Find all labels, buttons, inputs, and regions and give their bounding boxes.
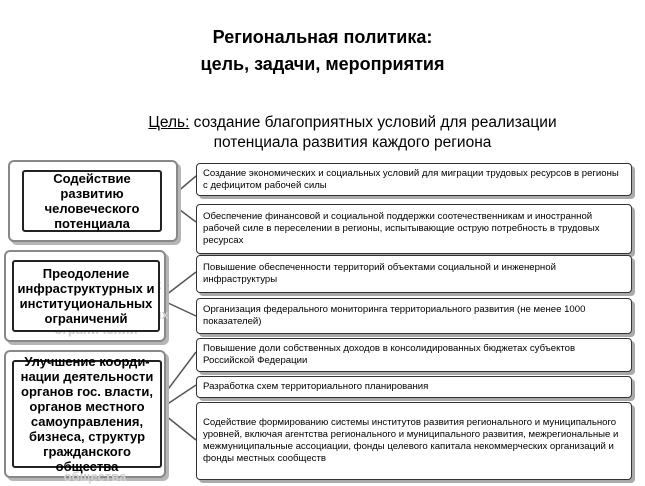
measure-infrastructure-provision: Повышение обеспеченности территорий объе… xyxy=(196,255,632,293)
measure-financial-support: Обеспечение финансовой и социальной подд… xyxy=(196,204,632,254)
category-label: Улучшение коорди-нации деятельности орга… xyxy=(12,354,162,474)
title-line-1: Региональная политика: xyxy=(212,27,433,47)
goal-label: Цель: xyxy=(148,114,190,131)
measure-territorial-planning: Разработка схем территориального планиро… xyxy=(196,376,632,398)
goal-line-1: Цель: создание благоприятных условий для… xyxy=(60,113,645,133)
connector-2-2 xyxy=(165,301,197,317)
measure-own-revenue-share: Повышение доли собственных доходов в кон… xyxy=(196,338,632,372)
goal-text-2: потенциала развития каждого региона xyxy=(213,134,492,151)
category-human-potential: Содействие развитию человеческого потенц… xyxy=(8,160,178,242)
category-coordination: Улучшение коорди-нации деятельности орга… xyxy=(4,350,166,484)
goal-statement: Цель: создание благоприятных условий для… xyxy=(60,113,645,153)
connector-3-2 xyxy=(165,384,197,406)
measure-development-institutions: Содействие формированию системы институт… xyxy=(196,402,632,480)
title-line-2: цель, задачи, мероприятия xyxy=(200,54,445,74)
connector-2-1 xyxy=(165,271,197,296)
goal-text-1: создание благоприятных условий для реали… xyxy=(189,114,557,131)
category-infrastructure: Преодоление инфраструктурных и институци… xyxy=(4,250,169,342)
connector-3-3 xyxy=(165,415,197,441)
connector-3-1 xyxy=(165,351,197,393)
connector-1-1 xyxy=(175,175,197,194)
measure-migration-conditions: Создание экономических и социальных усло… xyxy=(196,163,632,196)
category-label: Преодоление инфраструктурных и институци… xyxy=(12,260,160,332)
page-title: Региональная политика: цель, задачи, мер… xyxy=(0,24,645,78)
connector-1-2 xyxy=(175,206,197,223)
measure-federal-monitoring: Организация федерального мониторинга тер… xyxy=(196,298,632,334)
category-label: Содействие развитию человеческого потенц… xyxy=(22,170,162,232)
